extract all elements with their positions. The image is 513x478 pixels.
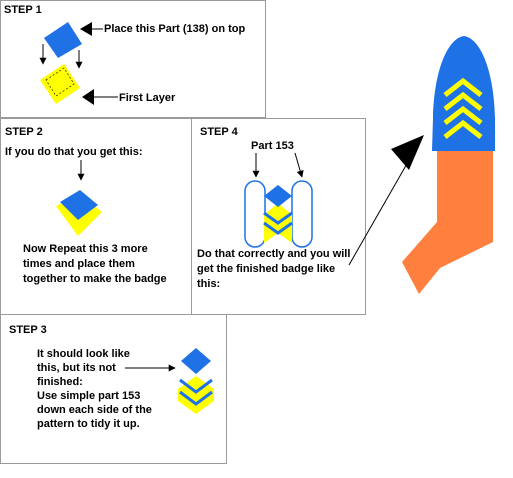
step4-arrow-right [294, 152, 304, 178]
step3-title: STEP 3 [9, 324, 47, 336]
step3-stacked-pattern [178, 348, 214, 414]
step1-yellow-part [40, 64, 80, 104]
step1-callout-arrow-bottom [82, 89, 118, 105]
step3-text-1: It should look like this, but its not fi… [37, 348, 130, 388]
step4-result-text: Do that correctly and you will get the f… [197, 248, 351, 290]
step2-result-part [56, 190, 102, 236]
step4-pointer-arrow [348, 135, 424, 266]
step1-blue-part [44, 22, 82, 58]
step2-title: STEP 2 [5, 126, 43, 138]
step4-part-label: Part 153 [251, 140, 294, 152]
step1-callout-arrow-top [80, 22, 103, 36]
step2-intro-text: If you do that you get this: [5, 146, 143, 158]
step2-repeat-text: Now Repeat this 3 more times and place t… [23, 243, 167, 285]
step4-badge-pattern [244, 180, 313, 248]
step3-text-2: Use simple part 153 down each side of th… [37, 390, 152, 430]
step1-title: STEP 1 [4, 4, 42, 16]
step1-callout-top-label: Place this Part (138) on top [104, 23, 246, 35]
step4-title: STEP 4 [200, 126, 238, 138]
step1-callout-bottom-label: First Layer [119, 92, 176, 104]
finished-badge [402, 36, 495, 294]
